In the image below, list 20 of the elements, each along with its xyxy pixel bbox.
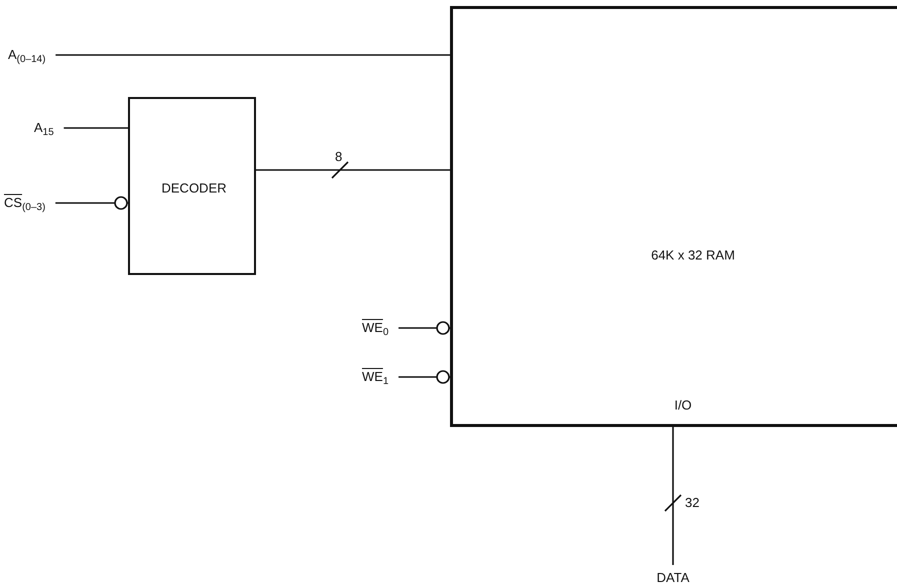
signal-label: WE$_{1}$ <box>362 368 389 391</box>
signal-label: CS$_{(0–3)}$ <box>4 194 46 217</box>
active-low-signal-line <box>55 196 128 210</box>
signal-label: WE$_{0}$ <box>362 319 389 342</box>
signal-label: DATA <box>643 569 703 587</box>
signal-label: A$_{(0–14)}$ <box>8 46 46 69</box>
decoder-block <box>128 97 256 275</box>
signal-line <box>672 427 674 565</box>
pin-label: I/O <box>674 398 692 412</box>
ram-block <box>450 6 897 427</box>
block-title: 64K x 32 RAM <box>651 248 735 262</box>
signal-line <box>256 169 450 171</box>
bus-width-label: 32 <box>684 496 700 510</box>
signal-line <box>56 54 450 56</box>
active-low-signal-line <box>398 370 450 384</box>
signal-label: A$_{15}$ <box>34 119 54 142</box>
block-title: DECODER <box>162 180 226 196</box>
bus-width-label: 8 <box>334 150 344 164</box>
signal-line <box>64 127 128 129</box>
active-low-signal-line <box>398 321 450 335</box>
